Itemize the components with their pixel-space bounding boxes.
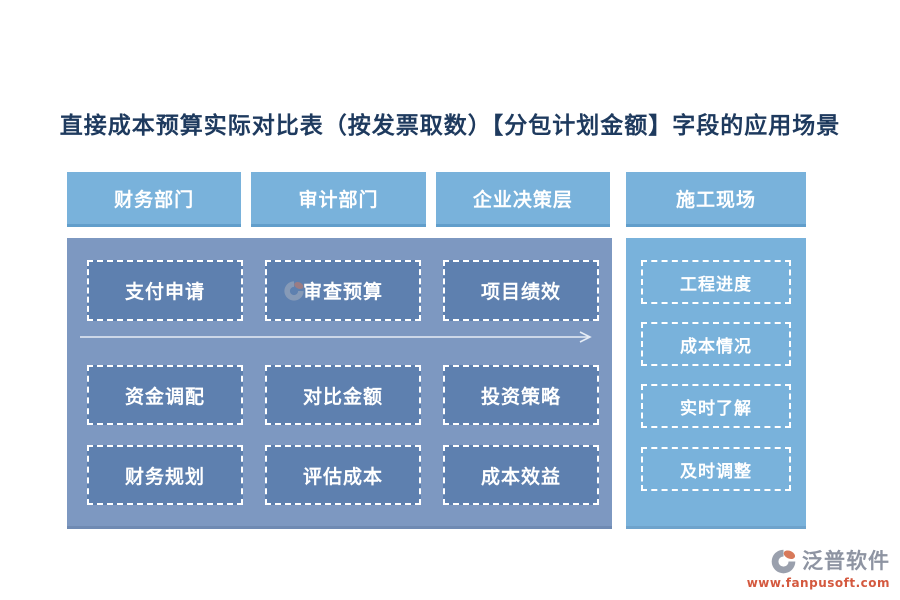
node-timely-adjustment: 及时调整 (641, 447, 791, 491)
brand-watermark-icon (283, 280, 305, 302)
left-panel: 支付申请 审查预算 项目绩效 资金调配 对比金额 投资策略 财务规划 (67, 238, 612, 529)
node-investment-strategy: 投资策略 (443, 365, 599, 425)
brand-row: 泛普软件 (747, 547, 890, 576)
page-title: 直接成本预算实际对比表（按发票取数）【分包计划金额】字段的应用场景 (59, 113, 841, 138)
left-panel-row-2: 资金调配 对比金额 投资策略 (87, 365, 599, 425)
right-panel: 工程进度 成本情况 实时了解 及时调整 (626, 238, 806, 529)
header-decision-level: 企业决策层 (435, 172, 610, 227)
node-review-budget: 审查预算 (265, 260, 421, 321)
node-realtime-awareness: 实时了解 (641, 384, 791, 428)
node-cost-benefit: 成本效益 (443, 445, 599, 505)
node-financial-planning: 财务规划 (87, 445, 243, 505)
header-audit-dept: 审计部门 (251, 172, 426, 227)
brand-footer: 泛普软件 www.fanpusoft.com (747, 547, 890, 590)
brand-name: 泛普软件 (802, 548, 890, 573)
node-compare-amount: 对比金额 (265, 365, 421, 425)
node-fund-allocation: 资金调配 (87, 365, 243, 425)
header-finance-dept: 财务部门 (67, 172, 242, 227)
node-label: 审查预算 (302, 282, 383, 303)
left-panel-row-1: 支付申请 审查预算 项目绩效 (87, 260, 599, 321)
header-construction-site: 施工现场 (626, 172, 806, 227)
node-cost-assessment: 评估成本 (265, 445, 421, 505)
node-project-progress: 工程进度 (641, 260, 791, 304)
node-project-performance: 项目绩效 (443, 260, 599, 321)
node-cost-status: 成本情况 (641, 322, 791, 366)
brand-url: www.fanpusoft.com (746, 576, 890, 590)
header-row: 财务部门 审计部门 企业决策层 (67, 172, 610, 227)
node-payment-request: 支付申请 (87, 260, 243, 321)
arrow-right-icon (80, 331, 592, 343)
fanpu-logo-icon (771, 549, 796, 574)
left-panel-row-3: 财务规划 评估成本 成本效益 (87, 445, 599, 505)
